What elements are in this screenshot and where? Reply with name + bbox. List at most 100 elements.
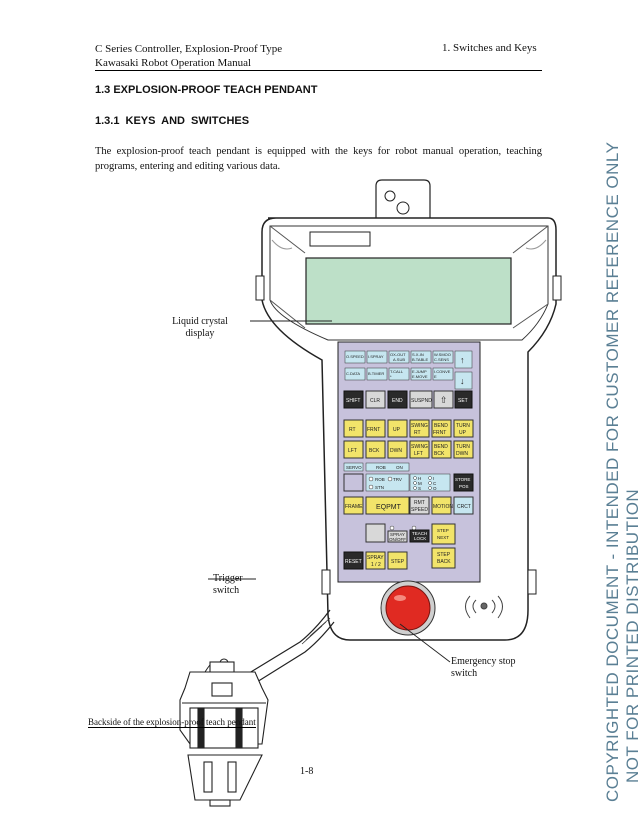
svg-text:C.SENS: C.SENS bbox=[434, 357, 449, 362]
header-rule bbox=[95, 70, 542, 71]
svg-text:FRAME: FRAME bbox=[345, 504, 363, 510]
svg-text:ON: ON bbox=[396, 465, 403, 470]
speaker-grille bbox=[465, 595, 503, 619]
svg-text:SPRAY: SPRAY bbox=[367, 555, 384, 561]
svg-text:ROB: ROB bbox=[375, 477, 385, 482]
svg-text:A.SUB: A.SUB bbox=[393, 357, 405, 362]
figure-caption: Backside of the explosion-proof teach pe… bbox=[88, 717, 256, 728]
svg-text:CRCT: CRCT bbox=[457, 504, 471, 510]
svg-text:I.SPRAY: I.SPRAY bbox=[368, 354, 384, 359]
svg-text:MOTION: MOTION bbox=[433, 504, 453, 510]
svg-text:C.DATA: C.DATA bbox=[346, 371, 360, 376]
svg-text:SERVO: SERVO bbox=[346, 465, 362, 470]
svg-text:SET: SET bbox=[458, 398, 468, 404]
svg-text:FRNT: FRNT bbox=[433, 430, 446, 436]
svg-text:TRV: TRV bbox=[393, 477, 402, 482]
emergency-stop-button bbox=[380, 580, 436, 636]
lcd-label-line2: display bbox=[185, 328, 215, 339]
svg-text:SUSPND: SUSPND bbox=[411, 398, 432, 404]
svg-text:BCK: BCK bbox=[434, 451, 445, 457]
svg-text:DWN: DWN bbox=[456, 451, 468, 457]
svg-text:C: C bbox=[433, 481, 437, 486]
svg-text:STN: STN bbox=[375, 485, 384, 490]
svg-text:OX-OUT: OX-OUT bbox=[390, 352, 406, 357]
trigger-label-line2: switch bbox=[213, 585, 240, 596]
svg-text:BEND: BEND bbox=[434, 444, 448, 450]
svg-text:T.CALL: T.CALL bbox=[390, 369, 404, 374]
svg-text:STEP: STEP bbox=[391, 559, 405, 565]
svg-text:H: H bbox=[418, 476, 421, 481]
svg-text:O.SPEED: O.SPEED bbox=[346, 354, 364, 359]
emergency-label-line1: Emergency stop bbox=[451, 656, 516, 667]
svg-text:ON/OFF: ON/OFF bbox=[389, 537, 406, 542]
svg-text:SHIFT: SHIFT bbox=[346, 398, 360, 404]
svg-text:LOCK: LOCK bbox=[414, 536, 426, 541]
svg-text:SWING: SWING bbox=[411, 423, 428, 429]
lcd-screen bbox=[305, 257, 512, 325]
svg-text:DWN: DWN bbox=[390, 448, 402, 454]
svg-text:⇧: ⇧ bbox=[440, 395, 448, 405]
body-paragraph: The explosion-proof teach pendant is equ… bbox=[95, 146, 542, 172]
header-title-line2: Kawasaki Robot Operation Manual bbox=[95, 57, 252, 69]
emergency-callout-label: Emergency stop switch bbox=[451, 656, 516, 680]
svg-text:FRNT: FRNT bbox=[367, 427, 380, 433]
svg-text:M: M bbox=[418, 481, 422, 486]
svg-text:I.CONVE: I.CONVE bbox=[434, 369, 451, 374]
svg-text:1 / 2: 1 / 2 bbox=[371, 562, 381, 568]
subsection-title: 1.3.1 KEYS AND SWITCHES bbox=[95, 115, 250, 127]
svg-text:UP: UP bbox=[459, 430, 467, 436]
svg-text:CLR: CLR bbox=[370, 398, 380, 404]
svg-text:LFT: LFT bbox=[348, 448, 357, 454]
page-number: 1-8 bbox=[300, 766, 314, 777]
svg-text:POS: POS bbox=[459, 484, 469, 489]
svg-text:E.JUMP: E.JUMP bbox=[412, 369, 427, 374]
svg-text:ROB: ROB bbox=[376, 465, 386, 470]
svg-text:RMT: RMT bbox=[414, 500, 425, 506]
svg-text:RT: RT bbox=[414, 430, 421, 436]
function-keys-row: SHIFT CLR END SUSPND ⇧ SET bbox=[343, 390, 473, 409]
svg-text:LFT: LFT bbox=[414, 451, 423, 457]
pendant-hanger bbox=[375, 179, 431, 218]
svg-text:SWING: SWING bbox=[411, 444, 428, 450]
svg-text:RT: RT bbox=[349, 427, 356, 433]
svg-text:SPRAY: SPRAY bbox=[390, 532, 405, 537]
header-chapter: 1. Switches and Keys bbox=[442, 42, 537, 54]
svg-text:I: I bbox=[433, 476, 434, 481]
lcd-label-line1: Liquid crystal bbox=[172, 316, 228, 327]
svg-text:W.SMOO: W.SMOO bbox=[434, 352, 451, 357]
svg-text:B.TABLE: B.TABLE bbox=[412, 357, 428, 362]
svg-text:E.MOVE: E.MOVE bbox=[412, 374, 428, 379]
svg-text:STORE: STORE bbox=[455, 477, 470, 482]
svg-text:SPEED: SPEED bbox=[411, 507, 428, 513]
svg-text:*: * bbox=[390, 374, 392, 379]
trigger-label-line1: Trigger bbox=[213, 573, 243, 584]
callout-leaders bbox=[208, 320, 451, 663]
emergency-label-line2: switch bbox=[451, 668, 478, 679]
lcd-callout-label: Liquid crystal display bbox=[150, 316, 250, 340]
trigger-callout-label: Trigger switch bbox=[213, 573, 243, 597]
svg-text:END: END bbox=[392, 398, 403, 404]
svg-text:STEP: STEP bbox=[437, 552, 451, 558]
svg-text:BCK: BCK bbox=[369, 448, 380, 454]
svg-text:TURN: TURN bbox=[456, 444, 470, 450]
svg-text:RESET: RESET bbox=[345, 559, 362, 565]
watermark-line1: COPYRIGHTED DOCUMENT - INTENDED FOR CUST… bbox=[603, 141, 622, 802]
watermark-line2: NOT FOR PRINTED DISTRIBUTION bbox=[623, 488, 638, 783]
svg-text:S.X-IN: S.X-IN bbox=[412, 352, 424, 357]
svg-text:TEACH: TEACH bbox=[412, 531, 427, 536]
svg-text:NEXT: NEXT bbox=[437, 535, 449, 540]
svg-text:O: O bbox=[433, 486, 437, 491]
header-title-line1: C Series Controller, Explosion-Proof Typ… bbox=[95, 43, 283, 55]
svg-text:E: E bbox=[434, 374, 437, 379]
svg-text:STEP: STEP bbox=[437, 528, 449, 533]
svg-text:B.TIMER: B.TIMER bbox=[368, 371, 384, 376]
svg-text:BEND: BEND bbox=[434, 423, 448, 429]
svg-text:UP: UP bbox=[393, 427, 401, 433]
